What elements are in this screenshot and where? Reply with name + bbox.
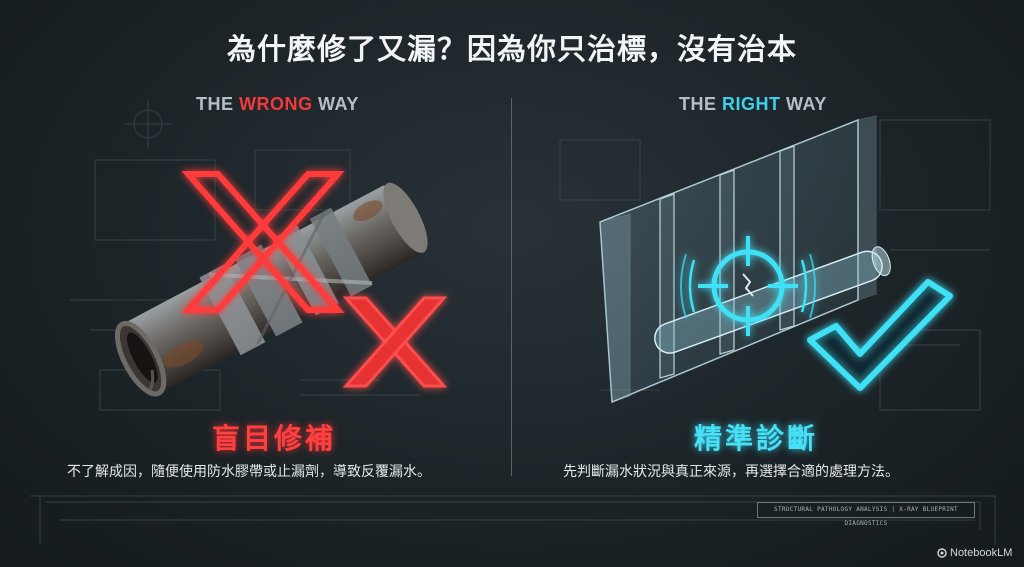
right-highlight: RIGHT bbox=[722, 94, 781, 114]
x-mark-icon bbox=[181, 171, 448, 388]
wrong-highlight: WRONG bbox=[239, 94, 313, 114]
page-title: 為什麼修了又漏？因為你只治標，沒有治本 bbox=[226, 32, 797, 66]
precise-diagnosis-label: 精準診斷 bbox=[694, 422, 819, 455]
blind-patch-label: 盲目修補 bbox=[212, 422, 337, 455]
notebooklm-logo-icon bbox=[937, 548, 947, 558]
footer-tag: STRUCTURAL PATHOLOGY ANALYSIS | X-RAY BL… bbox=[757, 502, 975, 527]
brand-watermark: NotebookLM bbox=[950, 547, 1013, 559]
right-way-description: 先判斷漏水狀況與真正來源，再選擇合適的處理方法。 bbox=[563, 464, 899, 480]
target-reticle-icon bbox=[680, 236, 816, 336]
wrong-way-description: 不了解成因，隨便使用防水膠帶或止漏劑，導致反覆漏水。 bbox=[67, 464, 431, 480]
center-divider bbox=[511, 98, 512, 476]
wrong-way-heading: THE WRONG WAY bbox=[196, 94, 359, 114]
right-way-heading: THE RIGHT WAY bbox=[679, 94, 827, 114]
xray-wall-illustration bbox=[599, 115, 953, 404]
checkmark-icon bbox=[807, 279, 953, 391]
taped-pipe-illustration bbox=[114, 171, 448, 397]
